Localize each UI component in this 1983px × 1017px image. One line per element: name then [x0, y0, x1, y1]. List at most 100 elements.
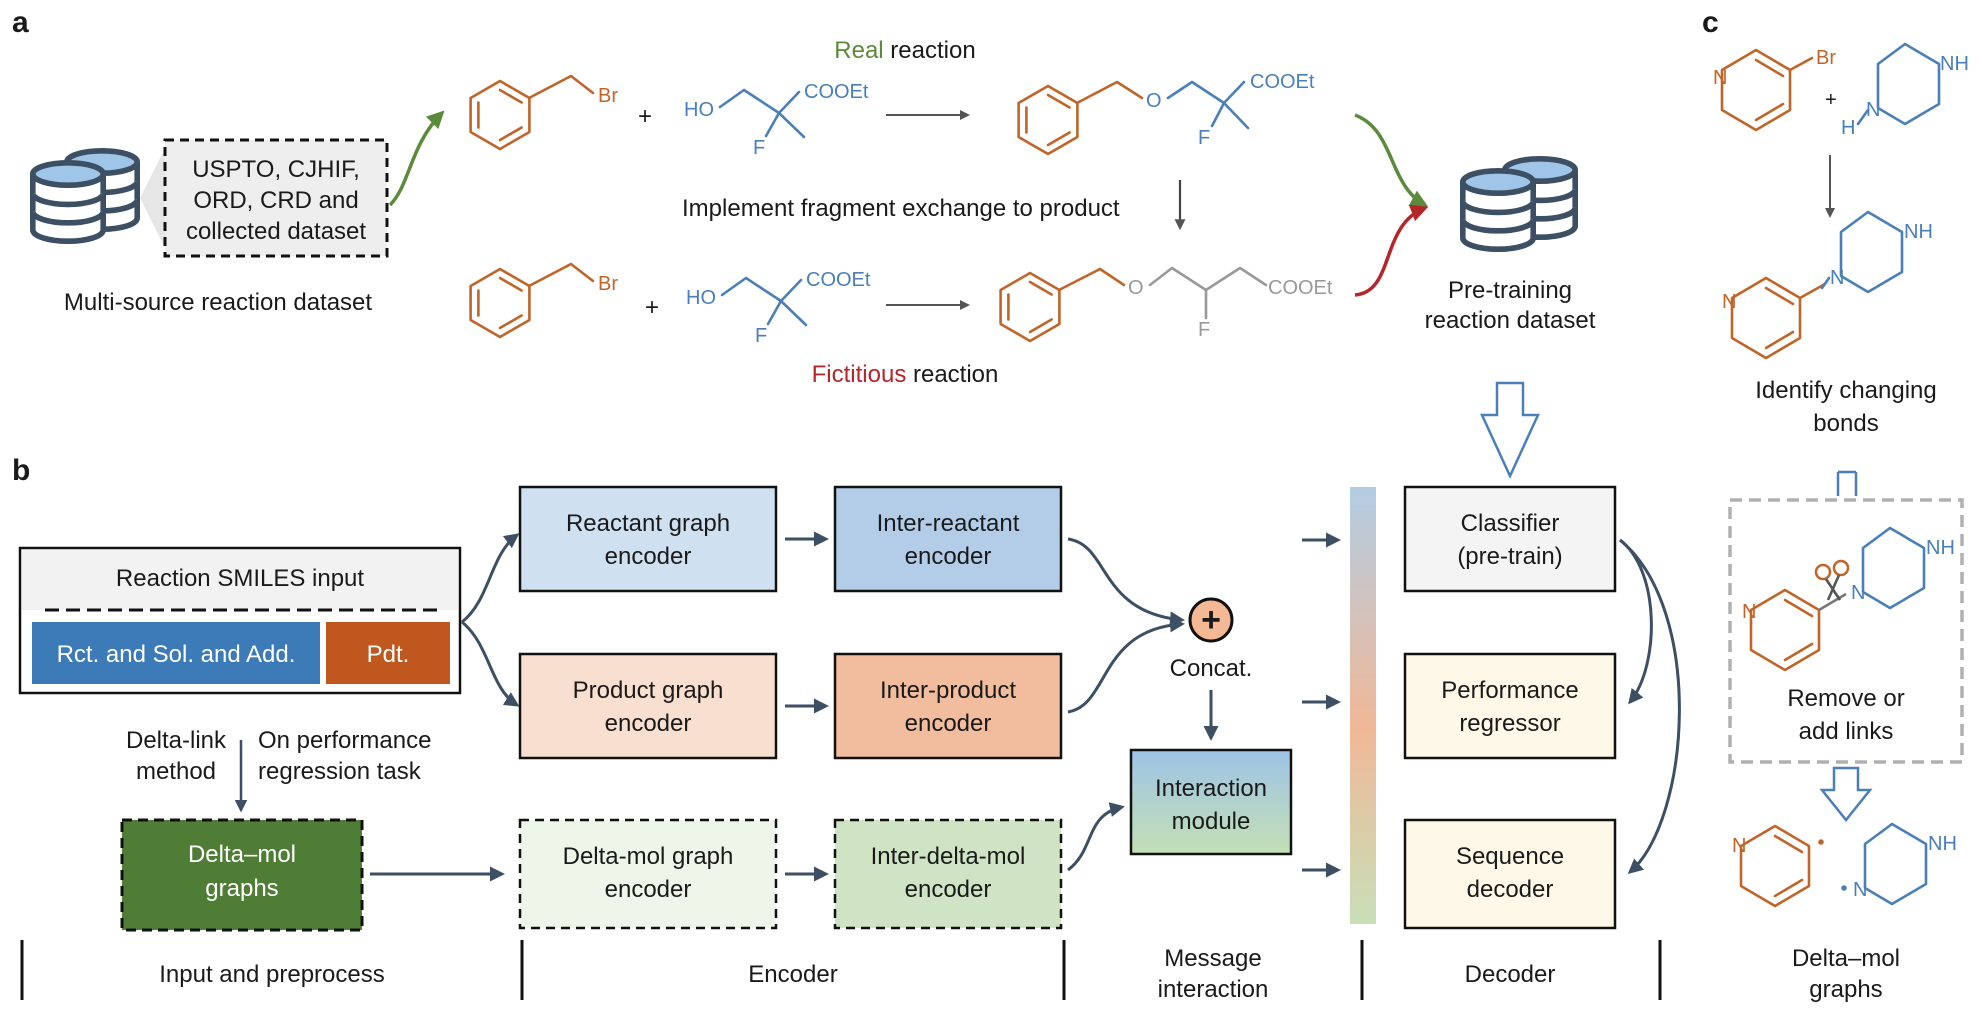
plus-sign: + — [638, 103, 652, 130]
arrow-inter-reactant-to-concat — [1067, 537, 1185, 627]
panel-letter-a: a — [12, 6, 29, 39]
delta-mol-graph-encoder-line-2: encoder — [605, 876, 692, 903]
arrow-classifier-to-decoder — [1619, 538, 1681, 874]
c-atom-nh-4: NH — [1928, 833, 1957, 855]
inter-delta-mol-encoder — [833, 818, 1063, 930]
atom-cooet-2: COOEt — [806, 269, 871, 291]
arrow-to-product-encoder — [461, 620, 520, 707]
panel-letter-b: b — [12, 454, 30, 487]
c-delta-mol-line-2: graphs — [1809, 976, 1882, 1003]
c-atom-nh-2: NH — [1904, 221, 1933, 243]
c-down-arrow-2 — [1819, 766, 1873, 823]
inter-delta-mol-encoder-line-1: Inter-delta-mol — [871, 843, 1026, 870]
delta-mol-graphs-line-1: Delta–mol — [188, 841, 296, 868]
concat-symbol: + — [1201, 601, 1221, 639]
real-reaction-label: Real reaction — [834, 37, 975, 64]
c-atom-n-3: N — [1722, 291, 1736, 313]
inter-product-encoder — [833, 652, 1063, 760]
classifier-box — [1403, 485, 1617, 593]
atom-f-real: F — [1198, 127, 1210, 149]
product-graph-encoder-line-1: Product graph — [573, 677, 724, 704]
atom-ho: HO — [684, 99, 714, 121]
c-atom-nh-1: NH — [1940, 53, 1969, 75]
section-decoder-label: Decoder — [1465, 961, 1556, 988]
c-delta-pyridine — [1739, 824, 1811, 908]
real-product-ester — [1166, 80, 1246, 105]
multi-source-database-icon — [33, 151, 137, 241]
c-atom-n-8: N — [1853, 879, 1867, 901]
atom-cooet: COOEt — [804, 81, 869, 103]
bromopyridine-molecule — [1720, 48, 1792, 132]
arrow-fictitious-to-pretrain — [1354, 204, 1429, 297]
smiles-input-label: Reaction SMILES input — [116, 565, 364, 592]
classifier-line-1: Classifier — [1461, 510, 1560, 537]
fictitious-reaction-label: Fictitious reaction — [812, 361, 999, 388]
sources-line-1: USPTO, CJHIF, — [192, 156, 360, 183]
product-segment-label: Pdt. — [367, 641, 410, 668]
c-atom-n-1: N — [1713, 67, 1727, 89]
product-graph-encoder-line-2: encoder — [605, 710, 692, 737]
reactant-graph-encoder-line-2: encoder — [605, 543, 692, 570]
atom-br-2: Br — [598, 273, 618, 295]
arrow-real-to-pretrain — [1354, 113, 1429, 207]
pretrain-database-icon — [1463, 159, 1575, 249]
arrow-inter-product-to-concat — [1067, 617, 1185, 714]
section-encoder-label: Encoder — [748, 961, 837, 988]
delta-mol-graph-encoder-line-1: Delta-mol graph — [563, 843, 734, 870]
reactant-segment — [32, 622, 320, 684]
c-box-piperazine — [1861, 526, 1926, 610]
fictitious-product-benzyl — [999, 271, 1061, 343]
c-product-pyridine — [1730, 276, 1802, 360]
atom-f-2: F — [755, 325, 767, 347]
c-identify-line-1: Identify changing — [1755, 377, 1936, 404]
interaction-module — [1129, 748, 1293, 856]
benzyl-bromide-molecule-2 — [469, 267, 531, 339]
c-box-pyridine — [1749, 588, 1821, 672]
c-down-arrow-1 — [1836, 470, 1858, 496]
section-message-label-1: Message — [1164, 945, 1261, 972]
delta-link-line-1: Delta-link — [126, 727, 227, 754]
real-product-benzyl — [1017, 84, 1079, 156]
pretrain-label-line-1: Pre-training — [1448, 277, 1572, 304]
delta-mol-graphs-box — [120, 818, 364, 932]
plus-sign-2: + — [645, 294, 659, 321]
sources-line-3: collected dataset — [186, 218, 366, 245]
c-atom-n-6: N — [1851, 582, 1865, 604]
c-atom-nh-3: NH — [1926, 537, 1955, 559]
sequence-decoder-line-1: Sequence — [1456, 843, 1564, 870]
reactant-graph-encoder-line-1: Reactant graph — [566, 510, 730, 537]
on-performance-line-2: regression task — [258, 758, 422, 785]
inter-product-encoder-line-1: Inter-product — [880, 677, 1016, 704]
c-atom-n-5: N — [1742, 601, 1756, 623]
product-graph-encoder — [518, 652, 778, 760]
reactant-segment-label: Rct. and Sol. and Add. — [57, 641, 296, 668]
fragment-exchange-label: Implement fragment exchange to product — [682, 195, 1120, 222]
interaction-module-line-2: module — [1172, 808, 1251, 835]
callout-pointer — [140, 148, 165, 248]
atom-o-fict: O — [1128, 277, 1144, 299]
c-delta-piperazine — [1863, 822, 1928, 906]
c-atom-br: Br — [1816, 47, 1836, 69]
c-plus-sign: + — [1825, 89, 1837, 111]
multi-source-label: Multi-source reaction dataset — [64, 289, 372, 316]
c-remove-add-box — [1728, 498, 1964, 764]
sequence-decoder-line-2: decoder — [1467, 876, 1554, 903]
arrow-to-real-reaction — [388, 110, 445, 207]
section-input-label: Input and preprocess — [159, 961, 384, 988]
delta-mol-graphs-line-2: graphs — [205, 875, 278, 902]
inter-reactant-encoder — [833, 485, 1063, 593]
delta-link-line-2: method — [136, 758, 216, 785]
inter-delta-mol-encoder-line-2: encoder — [905, 876, 992, 903]
atom-f: F — [753, 137, 765, 159]
classifier-line-2: (pre-train) — [1457, 543, 1562, 570]
c-delta-mol-line-1: Delta–mol — [1792, 945, 1900, 972]
fluoro-ester-molecule — [718, 88, 801, 115]
atom-o-real: O — [1146, 90, 1162, 112]
c-atom-n-4: N — [1830, 267, 1844, 289]
atom-ho-2: HO — [686, 287, 716, 309]
arrow-classifier-to-regressor — [1619, 538, 1653, 705]
atom-f-fict: F — [1198, 319, 1210, 341]
c-atom-n-7: N — [1732, 835, 1746, 857]
